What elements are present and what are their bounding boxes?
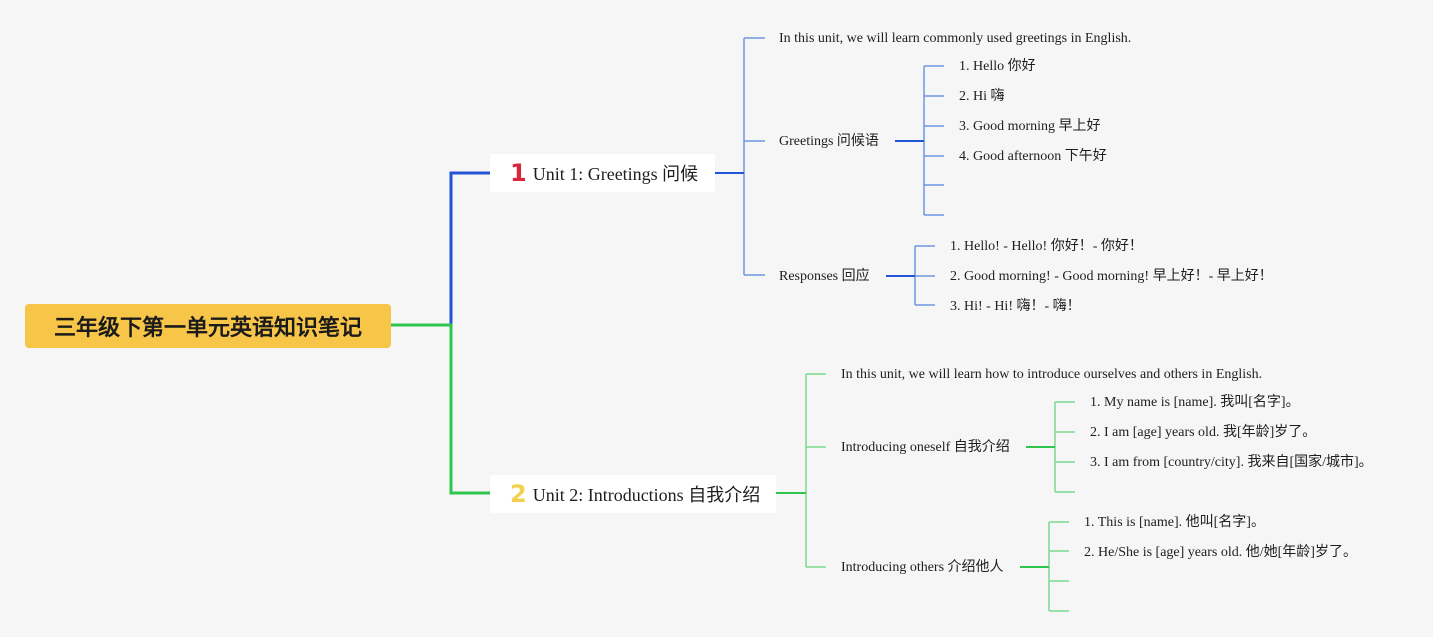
connector-unit1-children	[715, 37, 765, 276]
number-1-icon: 1	[510, 159, 527, 187]
root-title: 三年级下第一单元英语知识笔记	[53, 316, 362, 341]
greetings-item[interactable]: 2. Hi 嗨	[959, 89, 1005, 104]
greetings-item[interactable]: 4. Good afternoon 下午好	[959, 149, 1107, 164]
oneself-item[interactable]: 2. I am [age] years old. 我[年龄]岁了。	[1090, 425, 1317, 440]
connector-unit2-children	[805, 373, 826, 568]
others-item[interactable]: 1. This is [name]. 他叫[名字]。	[1084, 515, 1265, 530]
connector-greetings-items	[923, 65, 944, 216]
responses-topic[interactable]: Responses 回应	[779, 269, 870, 284]
connector-responses-items	[914, 245, 935, 306]
connector-root-unit1	[391, 171, 490, 327]
responses-item[interactable]: 2. Good morning! - Good morning! 早上好！- 早…	[950, 269, 1273, 284]
unit2-topic[interactable]: 2 Unit 2: Introductions 自我介绍	[490, 475, 776, 513]
greetings-item[interactable]: 1. Hello 你好	[959, 59, 1036, 74]
unit2-title: Unit 2: Introductions 自我介绍	[532, 485, 761, 505]
unit1-intro[interactable]: In this unit, we will learn commonly use…	[779, 31, 1132, 46]
responses-item[interactable]: 1. Hello! - Hello! 你好！- 你好！	[950, 239, 1143, 254]
connector-others-items	[1048, 521, 1069, 612]
root-topic[interactable]: 三年级下第一单元英语知识笔记	[25, 304, 391, 348]
others-item[interactable]: 2. He/She is [age] years old. 他/她[年龄]岁了。	[1084, 545, 1357, 560]
connector-oneself-items	[1054, 401, 1075, 493]
oneself-item[interactable]: 3. I am from [country/city]. 我来自[国家/城市]。	[1090, 455, 1373, 470]
unit1-title: Unit 1: Greetings 问候	[532, 164, 699, 184]
connector-root-unit2	[391, 323, 490, 495]
greetings-topic[interactable]: Greetings 问候语	[779, 134, 879, 149]
others-topic[interactable]: Introducing others 介绍他人	[841, 560, 1004, 575]
oneself-item[interactable]: 1. My name is [name]. 我叫[名字]。	[1090, 395, 1300, 410]
oneself-topic[interactable]: Introducing oneself 自我介绍	[841, 440, 1010, 455]
responses-item[interactable]: 3. Hi! - Hi! 嗨！- 嗨！	[950, 299, 1081, 314]
unit2-intro[interactable]: In this unit, we will learn how to intro…	[841, 367, 1263, 382]
number-2-icon: 2	[510, 480, 527, 508]
greetings-item[interactable]: 3. Good morning 早上好	[959, 119, 1101, 134]
unit1-topic[interactable]: 1 Unit 1: Greetings 问候	[490, 154, 715, 192]
